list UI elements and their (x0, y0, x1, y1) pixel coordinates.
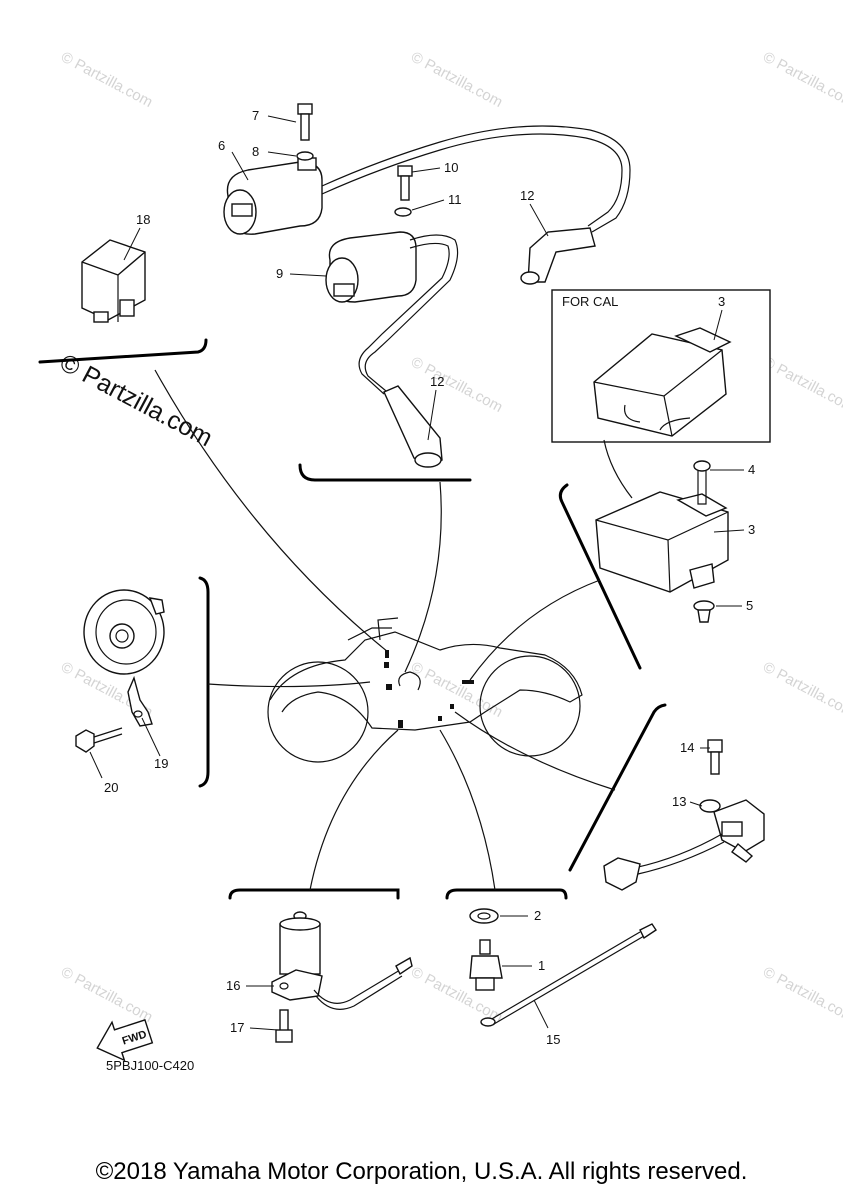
watermark: © Partzilla.com (760, 964, 843, 1026)
callout-1: 1 (538, 958, 545, 973)
watermark: © Partzilla.com (760, 354, 843, 416)
part-9-ignition-coil[interactable] (325, 231, 459, 397)
motorcycle-silhouette (267, 617, 583, 763)
callout-16: 16 (226, 978, 240, 993)
part-10-bolt[interactable] (397, 165, 413, 201)
callout-14: 14 (680, 740, 694, 755)
part-8-washer[interactable] (296, 151, 314, 161)
watermark: © Partzilla.com (760, 659, 843, 721)
part-5-grommet[interactable] (693, 600, 715, 623)
watermark: © Partzilla.com (58, 964, 155, 1026)
callout-3: 3 (718, 294, 725, 309)
callout-8: 8 (252, 144, 259, 159)
callout-17: 17 (230, 1020, 244, 1035)
part-7-bolt[interactable] (297, 103, 313, 141)
part-19-horn[interactable] (83, 589, 165, 727)
callout-11: 11 (448, 192, 462, 207)
part-1-switch[interactable] (469, 939, 503, 991)
callout-3: 3 (748, 522, 755, 537)
callout-7: 7 (252, 108, 259, 123)
watermark: © Partzilla.com (408, 49, 505, 111)
callout-15: 15 (546, 1032, 560, 1047)
watermark: © Partzilla.com (408, 354, 505, 416)
callout-18: 18 (136, 212, 150, 227)
copyright-notice: ©2018 Yamaha Motor Corporation, U.S.A. A… (95, 1158, 748, 1185)
part-14-bolt[interactable] (707, 739, 723, 775)
part-12-spark-cap-lower[interactable] (383, 385, 443, 468)
callout-2: 2 (534, 908, 541, 923)
watermark: © Partzilla.com (408, 659, 505, 721)
fwd-direction-badge: FWD (96, 1019, 154, 1062)
leader-lines (89, 115, 745, 1031)
callout-6: 6 (218, 138, 225, 153)
part-11-washer[interactable] (394, 207, 412, 217)
callout-20: 20 (104, 780, 118, 795)
callout-12: 12 (430, 374, 444, 389)
callout-10: 10 (444, 160, 458, 175)
callout-13: 13 (672, 794, 686, 809)
callout-9: 9 (276, 266, 283, 281)
part-6-ignition-coil[interactable] (223, 125, 631, 235)
diagram-code: 5PBJ100-C420 (106, 1058, 194, 1073)
inset-title: FOR CAL (562, 294, 618, 309)
part-13-sensor[interactable] (603, 799, 765, 891)
callout-12: 12 (520, 188, 534, 203)
part-16-sensor[interactable] (271, 911, 413, 1010)
connector-lines (154, 369, 616, 891)
partzilla-watermark: © Partzilla.com (55, 349, 217, 453)
part-18-relay[interactable] (81, 239, 146, 323)
callout-5: 5 (746, 598, 753, 613)
for-cal-inset: FOR CAL (551, 289, 771, 499)
part-2-washer[interactable] (469, 908, 499, 924)
callout-labels: 7 8 6 10 11 12 18 9 12 3 4 3 5 14 13 19 … (104, 108, 755, 1047)
part-17-bolt[interactable] (275, 1009, 293, 1043)
part-12-spark-cap-upper[interactable] (520, 227, 596, 285)
callout-4: 4 (748, 462, 755, 477)
callout-19: 19 (154, 756, 168, 771)
watermark: © Partzilla.com (58, 49, 155, 111)
watermark: © Partzilla.com (760, 49, 843, 111)
part-15-lead-wire[interactable] (480, 923, 657, 1027)
part-3-cdi-unit[interactable] (595, 491, 729, 593)
part-4-screw[interactable] (693, 460, 711, 505)
part-20-bolt[interactable] (75, 727, 123, 753)
section-brackets (38, 338, 667, 900)
